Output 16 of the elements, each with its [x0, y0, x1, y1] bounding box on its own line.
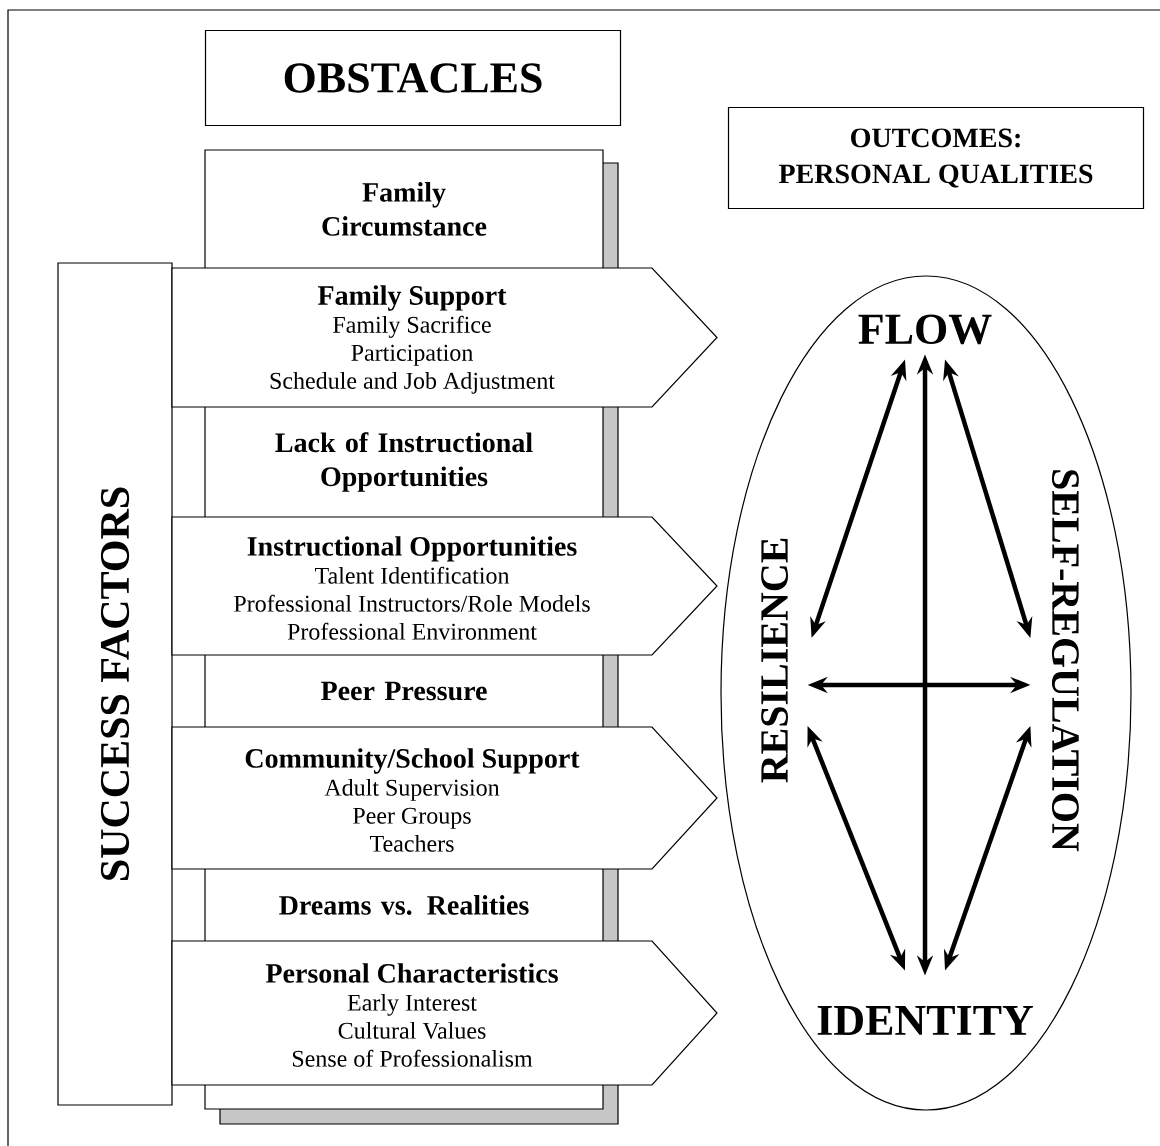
quality-label: SELF-REGULATION: [1051, 470, 1079, 852]
ellipse: [720, 275, 1132, 1111]
arrow-box: Instructional Opportunities Talent Identification Professional Instructors/Role Models Professional Environment: [171, 516, 718, 656]
obstacle-label: Lack of Instructional Opportunities: [275, 432, 533, 492]
obstacle-label: Dreams vs. Realities: [279, 895, 529, 915]
arrow-box: Personal Characteristics Early Interest Cultural Values Sense of Professionalism: [171, 940, 718, 1086]
arrow-box: Community/School Support Adult Supervision Peer Groups Teachers: [171, 726, 718, 870]
obstacle-label: Family Circumstance: [322, 182, 487, 236]
arrow-box: Family Support Family Sacrifice Participation Schedule and Job Adjustment: [171, 267, 718, 408]
heading-box: OUTCOMES: PERSONAL QUALITIES: [727, 106, 1145, 210]
obstacle-label: Peer Pressure: [321, 681, 487, 701]
quality-label: RESILIENCE: [761, 538, 788, 783]
quality-label: FLOW: [858, 314, 992, 345]
heading-box: OBSTACLES: [204, 29, 622, 127]
vertical-box: SUCCESS FACTORS: [57, 262, 173, 1106]
quality-label: IDENTITY: [817, 1006, 1033, 1035]
